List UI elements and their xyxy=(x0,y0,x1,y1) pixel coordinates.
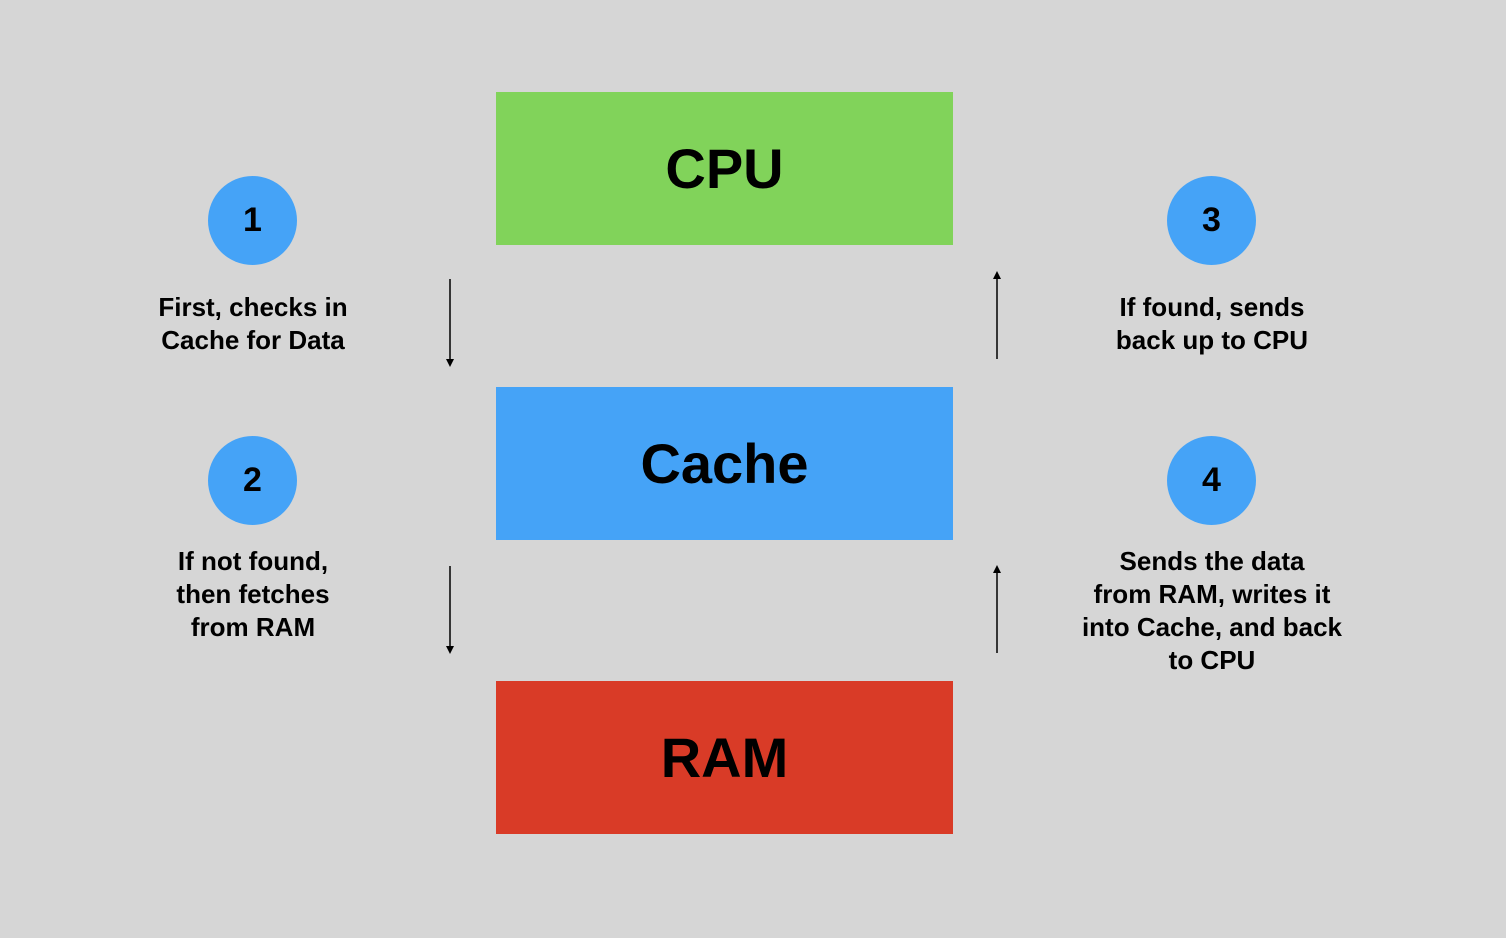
step-3-number: 3 xyxy=(1202,201,1221,239)
arrow-down-cpu-to-cache xyxy=(446,279,454,367)
arrow-down-cache-to-ram xyxy=(446,566,454,654)
step-4-text: Sends the data from RAM, writes it into … xyxy=(1081,546,1343,675)
step-1-text: First, checks in Cache for Data xyxy=(158,292,348,355)
ram-label: RAM xyxy=(660,726,789,789)
step-1-circle: 1 xyxy=(208,176,297,265)
cache-box: Cache xyxy=(496,387,953,540)
arrow-up-cache-to-cpu xyxy=(993,271,1001,359)
cpu-label: CPU xyxy=(665,137,784,200)
arrow-up-ram-to-cache xyxy=(993,565,1001,653)
step-2-circle: 2 xyxy=(208,436,297,525)
step-4-circle: 4 xyxy=(1167,436,1256,525)
step-4-number: 4 xyxy=(1202,461,1221,499)
step-1-number: 1 xyxy=(243,201,262,239)
step-3-text: If found, sends back up to CPU xyxy=(1115,292,1309,355)
step-2-text: If not found, then fetches from RAM xyxy=(176,546,330,642)
cpu-box: CPU xyxy=(496,92,953,245)
ram-box: RAM xyxy=(496,681,953,834)
cache-label: Cache xyxy=(640,432,809,495)
step-3-circle: 3 xyxy=(1167,176,1256,265)
step-2-number: 2 xyxy=(243,461,262,499)
